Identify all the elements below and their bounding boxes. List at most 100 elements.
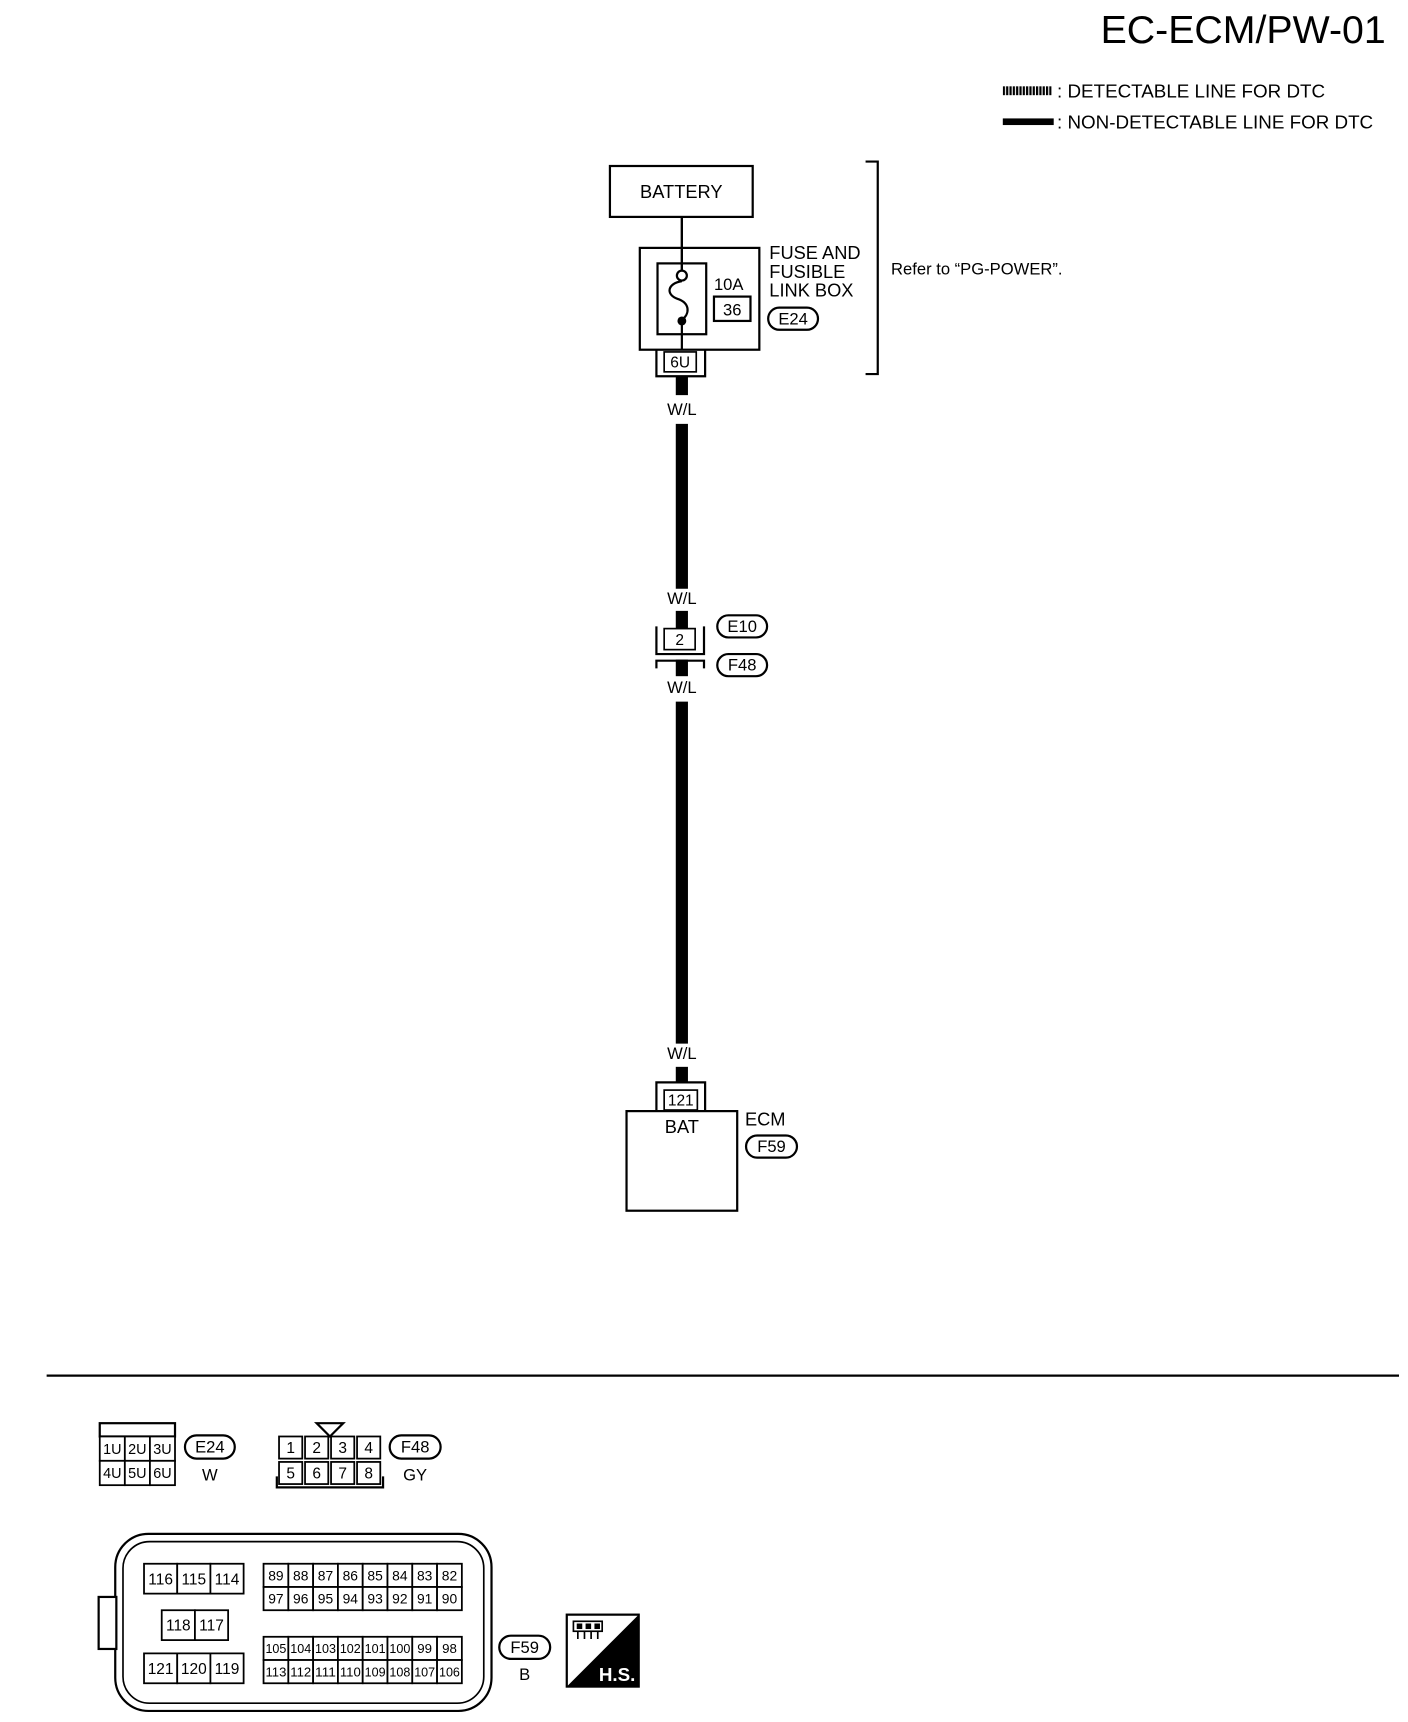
f48-housing-bracket: [275, 1476, 385, 1489]
pin-number: 100: [389, 1641, 410, 1656]
pin-number: 1: [286, 1440, 295, 1457]
detectable-line-label: : DETECTABLE LINE FOR DTC: [1057, 80, 1325, 101]
pin-number: 108: [389, 1664, 410, 1679]
fuse-input-terminal-icon: [675, 269, 688, 282]
pin-cavity: [176, 1652, 212, 1685]
pin-number: 6: [312, 1466, 321, 1483]
pin-number: 104: [290, 1641, 311, 1656]
pin-number: 83: [417, 1567, 433, 1583]
pin-number: 6U: [153, 1466, 171, 1482]
pin-cavity: [304, 1461, 330, 1485]
pin-number: 116: [148, 1571, 173, 1588]
f59-housing-key-notch: [97, 1595, 118, 1651]
pin-number: 4U: [103, 1466, 121, 1482]
pin-number: 120: [181, 1661, 207, 1678]
f48-housing-color: GY: [403, 1466, 427, 1485]
pin-number: 82: [442, 1567, 457, 1583]
e24-housing-color: W: [202, 1466, 218, 1485]
pin-number: 119: [215, 1661, 240, 1678]
pin-number: 105: [265, 1641, 286, 1656]
ecm-connector-id: F59: [757, 1137, 786, 1156]
f59-connector-id: F59: [510, 1638, 539, 1657]
pin-number: 90: [442, 1591, 458, 1607]
pin-cavity: [330, 1461, 356, 1485]
wire-color-label: W/L: [667, 589, 697, 608]
fuse-box-connector-id: E24: [778, 309, 808, 328]
pin-number: 101: [365, 1641, 386, 1656]
pin-cavity: [209, 1562, 245, 1595]
joint-lower-connector-id: F48: [728, 656, 757, 675]
reference-bracket: [865, 160, 879, 376]
fuse-box-name-line-3: LINK BOX: [769, 280, 853, 301]
diagram-code: EC-ECM/PW-01: [1101, 8, 1386, 52]
pin-number: 5: [286, 1466, 295, 1483]
f48-connector-badge: [388, 1434, 442, 1460]
pin-cavity: [149, 1459, 176, 1487]
pin-cavity: [123, 1459, 151, 1487]
fuse-box-name-line-1: FUSE AND: [769, 242, 860, 263]
fuse-number: 36: [723, 300, 741, 319]
power-wire: W/L W/L W/L W/L: [667, 376, 697, 1084]
pin-number: 121: [148, 1661, 174, 1678]
ecm: 121 BAT ECM F59: [625, 1081, 799, 1212]
f48-lock-tab-icon: [313, 1422, 346, 1439]
pin-cavity: [304, 1435, 330, 1460]
pin-cavity: [209, 1652, 245, 1685]
joint-upper-connector-id: E10: [727, 617, 757, 636]
pin-cavity: [436, 1586, 463, 1612]
pin-number: 4: [364, 1440, 373, 1457]
e24-housing-top: [98, 1422, 177, 1438]
harness-side-badge: H.S.: [565, 1613, 640, 1688]
pin-cavity: [194, 1609, 230, 1641]
battery-label: BATTERY: [640, 181, 722, 202]
pin-number: 89: [268, 1567, 284, 1583]
pin-number: 84: [392, 1567, 408, 1583]
detectable-line-swatch: [1002, 86, 1052, 96]
joint-lower-bracket: [655, 659, 706, 669]
fuse-box-connector-badge: [767, 306, 820, 331]
pin-number: 91: [417, 1591, 433, 1607]
joint-upper-connector-badge: [716, 614, 769, 639]
fuse-box-name-line-2: FUSIBLE: [769, 261, 845, 282]
pin-number: 3: [338, 1440, 347, 1457]
pin-cavity: [356, 1435, 382, 1460]
pin-number: 106: [439, 1664, 460, 1679]
pin-number: 88: [293, 1567, 309, 1583]
pin-number: 117: [199, 1618, 224, 1635]
reference-note: Refer to “PG-POWER”.: [891, 259, 1063, 278]
pin-number: 95: [318, 1591, 334, 1607]
pin-cavity: [436, 1659, 463, 1685]
terminal-number: 6U: [670, 354, 690, 371]
harness-side-connector-icon: [572, 1620, 604, 1639]
non-detectable-line-swatch: [1002, 118, 1054, 126]
pin-number: 97: [268, 1591, 283, 1607]
ecm-box: [625, 1110, 739, 1212]
wire-color-label: W/L: [667, 400, 697, 419]
joint-upper-bracket: [655, 626, 706, 656]
pin-number: 110: [340, 1664, 361, 1679]
hs-badge-label: H.S.: [599, 1664, 636, 1685]
pin-cavity: [143, 1652, 179, 1685]
e24-connector-badge: [183, 1434, 236, 1460]
pin-cavity: [330, 1435, 356, 1460]
ecm-terminal-name: BAT: [665, 1116, 699, 1137]
f59-connector-badge: [498, 1634, 552, 1661]
joint-terminal-box: [663, 627, 696, 651]
pin-number: 109: [365, 1664, 386, 1679]
ecm-connector-badge: [744, 1134, 799, 1159]
pin-number: 107: [414, 1664, 435, 1679]
pin-number: 2U: [128, 1442, 146, 1458]
ecm-label: ECM: [745, 1108, 786, 1129]
pin-number: 115: [181, 1571, 206, 1588]
ecm-terminal-bracket: [655, 1081, 707, 1112]
pin-number: 1U: [103, 1442, 121, 1458]
pin-number: 92: [392, 1591, 407, 1607]
pin-cavity: [278, 1461, 304, 1485]
pin-number: 98: [442, 1641, 457, 1656]
fuse-box-terminal: 6U: [655, 349, 707, 378]
